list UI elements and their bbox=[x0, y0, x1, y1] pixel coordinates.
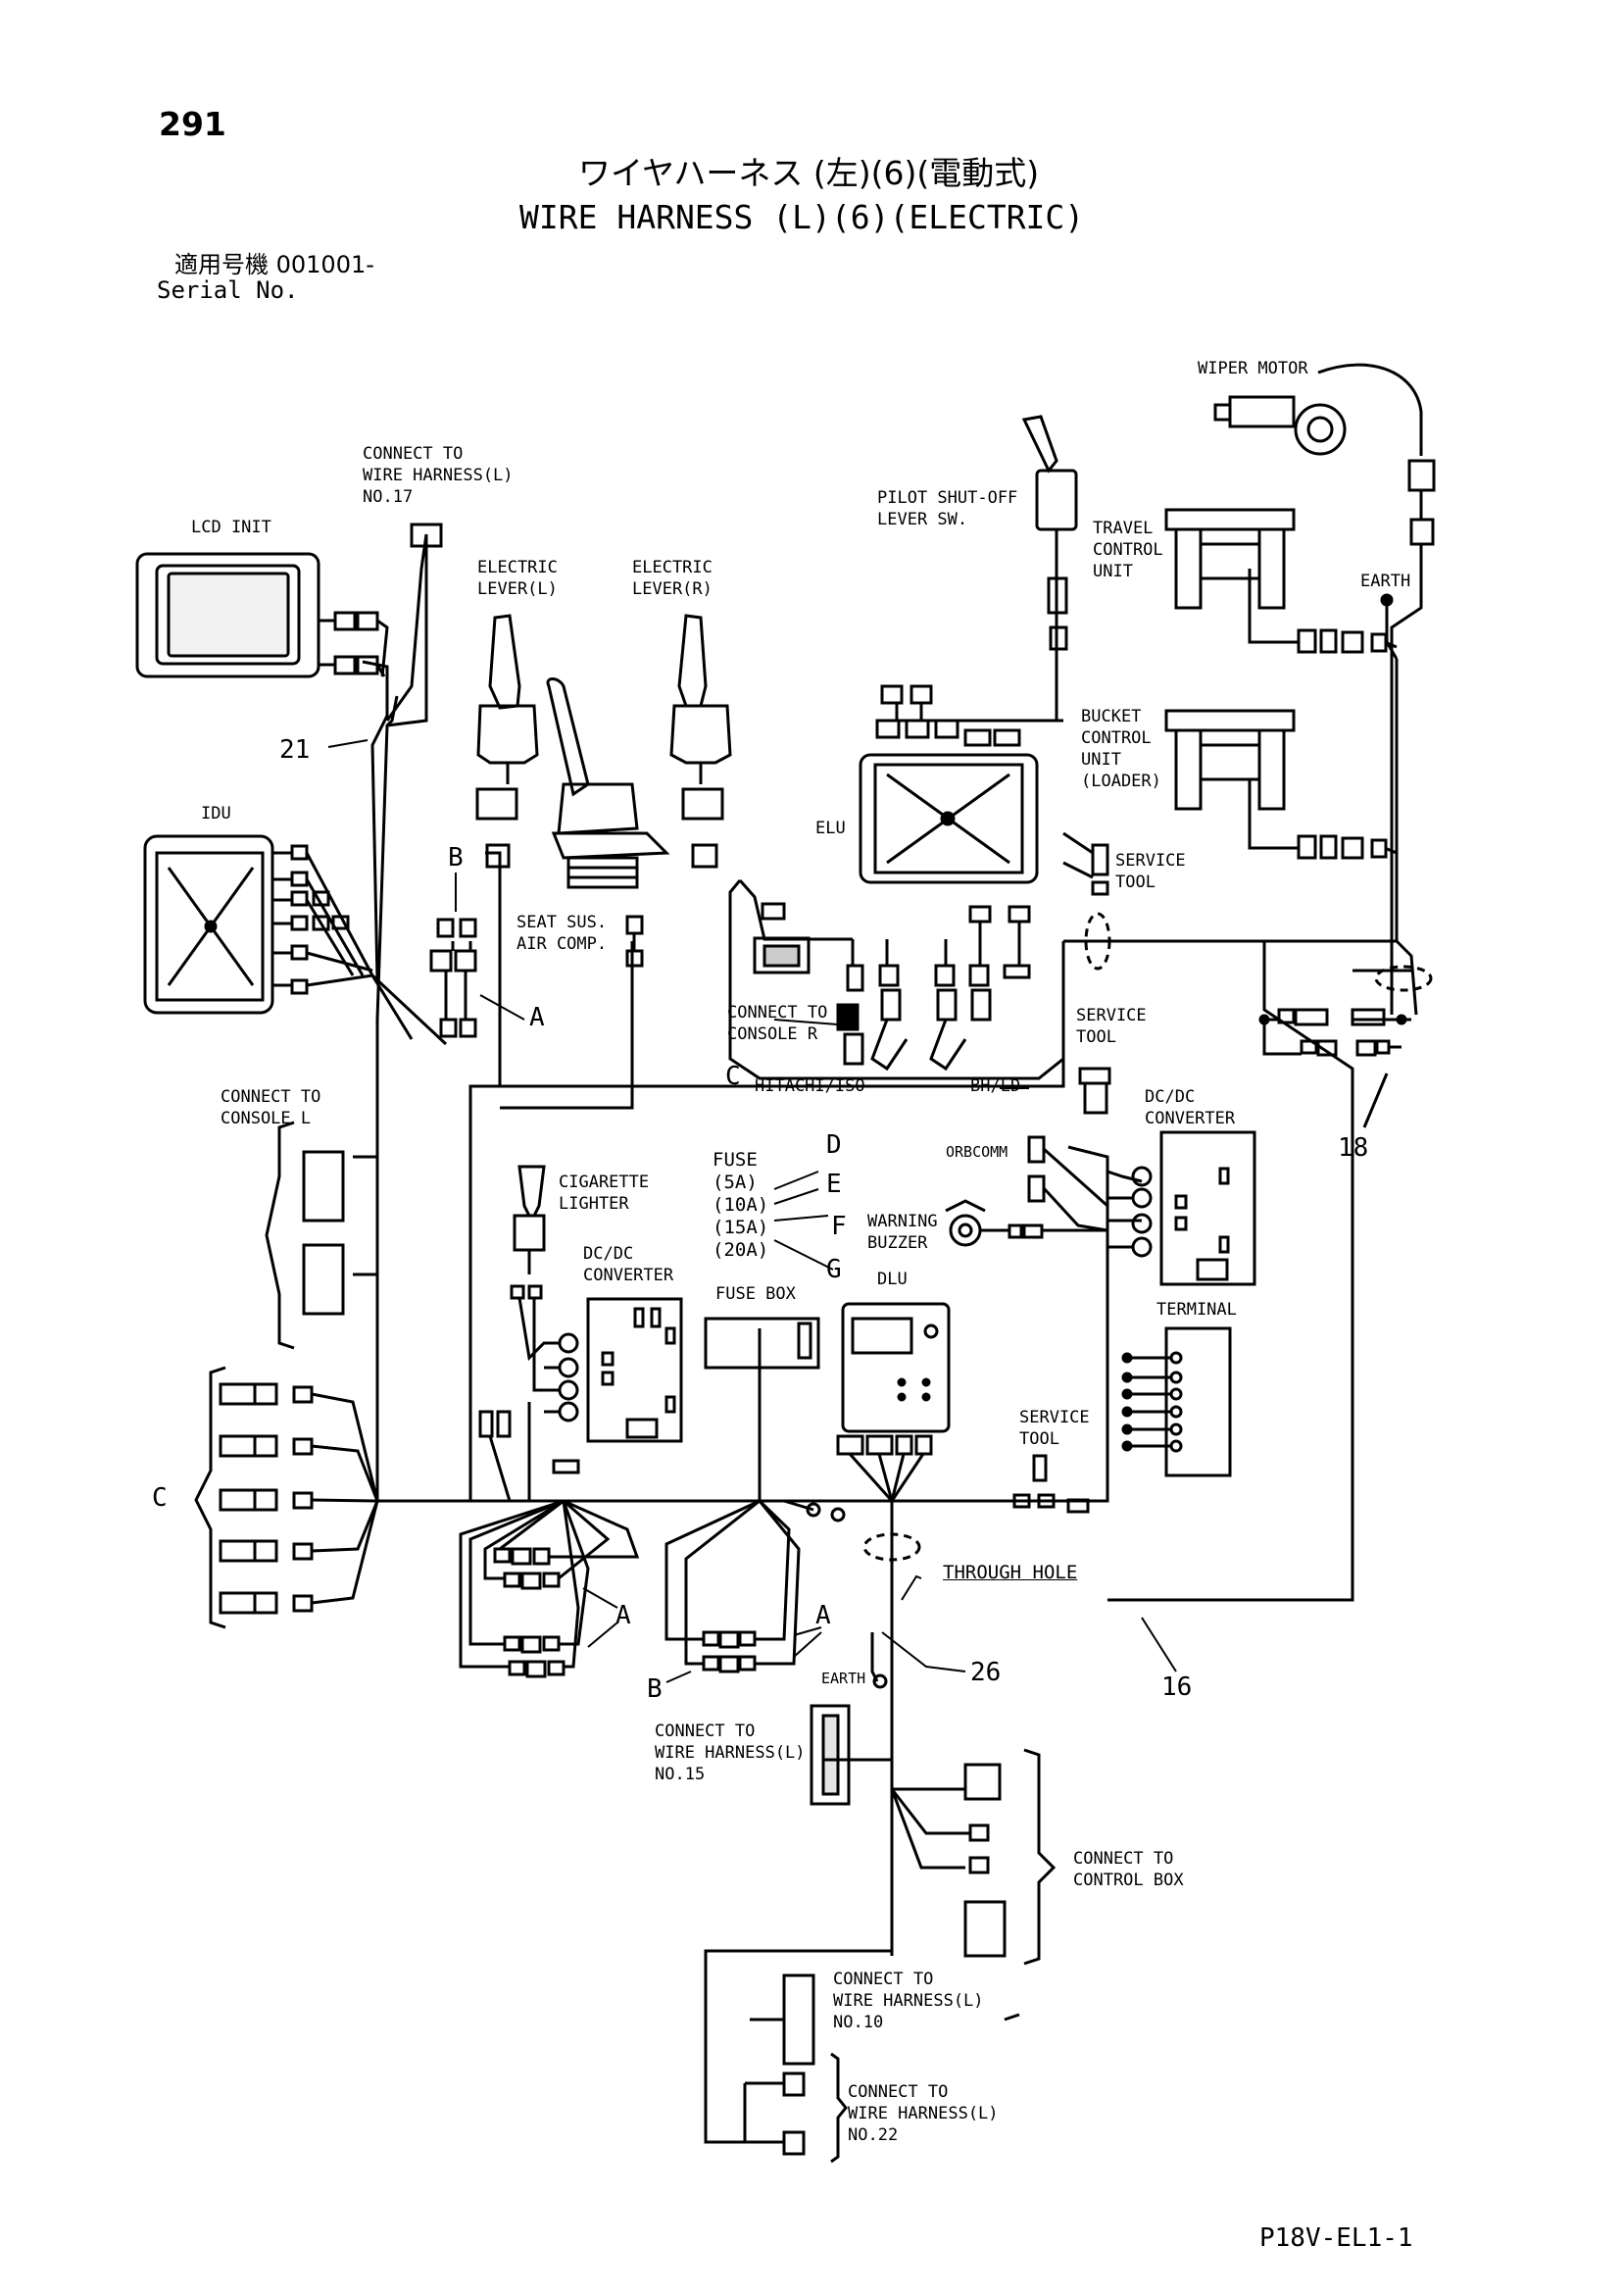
idu-unit bbox=[145, 836, 446, 1044]
page-number: 291 bbox=[159, 105, 226, 143]
label-fuse-box: FUSE BOX bbox=[715, 1284, 796, 1304]
callout-g: G bbox=[826, 1255, 842, 1284]
label-hitachi-iso: HITACHI/ISO bbox=[755, 1076, 865, 1096]
wiper-motor bbox=[1215, 365, 1434, 1015]
drawing-code: P18V-EL1-1 bbox=[1259, 2223, 1413, 2253]
label-dlu: DLU bbox=[877, 1270, 908, 1289]
callout-b2: B bbox=[647, 1674, 663, 1704]
callout-21: 21 bbox=[279, 735, 311, 765]
serial-english: Serial No. bbox=[157, 276, 299, 304]
callout-f: F bbox=[831, 1212, 847, 1241]
callout-b1: B bbox=[448, 843, 464, 873]
label-earth-bottom: EARTH bbox=[821, 1670, 866, 1687]
callout-leaders bbox=[328, 740, 1176, 1682]
label-terminal: TERMINAL bbox=[1156, 1300, 1237, 1320]
orbcomm-buzzer bbox=[946, 1137, 1107, 1245]
elu-unit bbox=[861, 686, 1107, 977]
callout-18: 18 bbox=[1338, 1133, 1369, 1163]
label-through-hole: THROUGH HOLE bbox=[943, 1562, 1078, 1583]
earth-symbol-bottom bbox=[874, 1675, 886, 1687]
terminal-block bbox=[1123, 1328, 1230, 1475]
label-seat-sus: SEAT SUS.AIR COMP. bbox=[516, 913, 608, 954]
callout-e: E bbox=[826, 1170, 842, 1199]
callout-26: 26 bbox=[970, 1658, 1002, 1687]
fuse-box bbox=[480, 1319, 818, 1501]
callout-a1: A bbox=[529, 1003, 545, 1032]
console-l-connectors bbox=[267, 1123, 343, 1348]
callout-a3: A bbox=[815, 1601, 831, 1630]
callout-16: 16 bbox=[1161, 1672, 1193, 1702]
control-box-connectors bbox=[965, 1750, 1054, 1964]
label-elu: ELU bbox=[815, 819, 846, 838]
label-wiper-motor: WIPER MOTOR bbox=[1198, 359, 1308, 378]
connector-group-a-bottom-left bbox=[461, 1501, 637, 1676]
console-r-connectors bbox=[755, 904, 990, 1069]
seat bbox=[548, 679, 666, 967]
connector-group-c bbox=[196, 1368, 377, 1627]
label-fuse: FUSE(5A)(10A)(15A)(20A) bbox=[713, 1149, 769, 1261]
through-hole-3 bbox=[864, 1534, 919, 1560]
callout-d: D bbox=[826, 1130, 842, 1160]
connector-wh10 bbox=[784, 1975, 813, 2064]
dcdc-converter-right bbox=[1107, 1132, 1254, 1284]
dcdc-converter-left bbox=[519, 1298, 681, 1500]
harness-trunk bbox=[353, 534, 1416, 2142]
dlu-unit bbox=[838, 1304, 949, 1501]
connector-group-b-a-1 bbox=[431, 920, 475, 1036]
label-idu: IDU bbox=[201, 804, 231, 824]
serial-japanese: 適用号機 001001- bbox=[174, 251, 374, 278]
service-tool-3 bbox=[1014, 1456, 1088, 1512]
pilot-shutoff-switch bbox=[1024, 417, 1076, 649]
callout-a2: A bbox=[615, 1601, 631, 1630]
label-lcd-unit: LCD INIT bbox=[191, 518, 271, 537]
label-earth-top: EARTH bbox=[1360, 572, 1411, 591]
connector-group-a-bottom-mid bbox=[666, 1501, 844, 1672]
label-orbcomm: ORBCOMM bbox=[946, 1143, 1008, 1161]
connector-group-18 bbox=[1260, 1010, 1405, 1127]
callout-c2: C bbox=[152, 1483, 168, 1513]
electric-lever-right bbox=[671, 616, 730, 867]
cigarette-lighter bbox=[512, 1167, 544, 1298]
lcd-unit bbox=[137, 554, 387, 676]
electric-lever-left bbox=[477, 616, 537, 867]
through-hole-1 bbox=[1086, 914, 1109, 969]
bucket-control-unit bbox=[1166, 711, 1386, 858]
connector-wh15 bbox=[812, 1706, 849, 1804]
connector-wh22 bbox=[784, 2054, 846, 2162]
callout-c1: C bbox=[725, 1062, 741, 1091]
through-hole-2 bbox=[1376, 967, 1431, 990]
title-japanese: ワイヤハーネス (左)(6)(電動式) bbox=[578, 154, 1040, 192]
label-bh-ld: BH/LD bbox=[970, 1076, 1021, 1096]
service-tool-connector bbox=[1080, 1069, 1109, 1113]
travel-control-unit bbox=[1166, 510, 1386, 652]
earth-symbol-top bbox=[1382, 595, 1392, 605]
title-english: WIRE HARNESS (L)(6)(ELECTRIC) bbox=[519, 198, 1085, 236]
